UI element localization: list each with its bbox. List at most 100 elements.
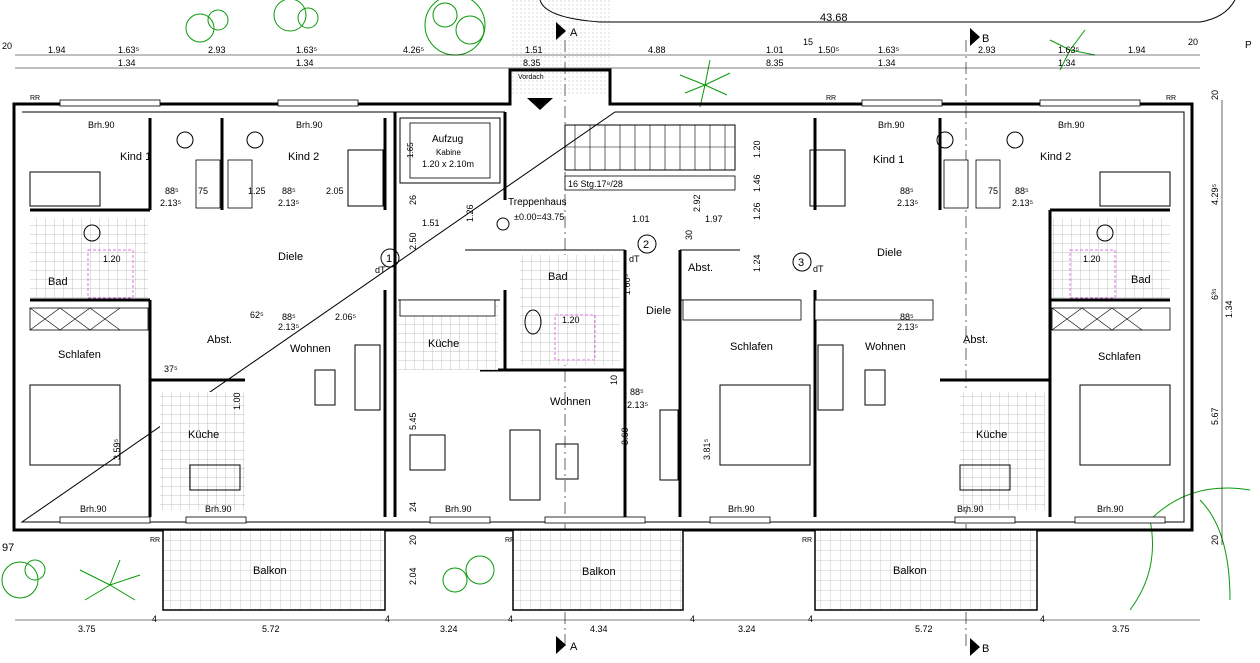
door-width: 88⁵ [1015,186,1029,196]
misc-dim: 5.45 [408,412,418,430]
stairwell: 16 Stg.17⁸/28 Treppenhaus ±0.00=43.75 Au… [399,117,736,231]
tree-icon [1129,487,1251,611]
room-label-kind2: Kind 2 [1040,151,1071,163]
furniture [29,131,1171,501]
double-bed-icon [1079,384,1171,466]
right-dim: 20 [1210,90,1220,100]
shrub-icon [1,559,46,599]
misc-dim: 3.60 [620,427,630,445]
top-dim: 20 [2,41,12,51]
bottom-dim: 4 [1040,614,1045,624]
room-label-wohnen: Wohnen [865,341,906,353]
rr-mark: RR [505,537,515,544]
misc-dim: 1.01 [632,214,650,224]
misc-dim: 1.46 [752,174,762,192]
right-dim: 1.34 [1224,300,1234,318]
shower-area [554,314,596,361]
misc-dim: 20 [408,535,418,545]
bottom-dim: 3.75 [1112,624,1130,634]
misc-dim: 3.59⁵ [112,438,122,460]
cabinets [29,159,1171,331]
room-label-balkon: Balkon [253,565,287,577]
bottom-dim: 4 [152,614,157,624]
misc-dim: 2.92 [692,194,702,212]
table-icon [314,369,336,406]
room-label-kind2: Kind 2 [288,151,319,163]
top-dim-2: 1.34 [118,58,136,68]
bottom-dim: 5.72 [915,624,933,634]
room-label-diele: Diele [646,305,671,317]
site-context: 43.68 P 97 [2,0,1252,554]
misc-dim: 26 [408,195,418,205]
door-type: dT [629,254,640,264]
window-sill: Brh.90 [728,504,755,514]
lift-title: Aufzug [432,134,463,145]
apartment-number: 3 [798,257,804,269]
window-sill: Brh.90 [957,504,984,514]
room-label-balkon: Balkon [893,565,927,577]
door-width: 88⁵ [900,186,914,196]
gap-dim: 75 [198,186,208,196]
sofa-icon [817,344,844,411]
right-dim: 6³⁵ [1210,288,1220,300]
misc-dim: 10 [609,375,619,385]
top-total-dimension: 43.68 [820,12,848,24]
plant-icon [246,131,264,149]
top-dim-2: 1.34 [296,58,314,68]
plant-icon [1006,131,1024,149]
window-sill: Brh.90 [445,504,472,514]
top-dimension-chain: 20 1.94 1.63⁵ 2.93 1.63⁵ 4.26⁵ 1.51 4.88… [2,37,1200,69]
stairwell-label: Treppenhaus [508,197,567,208]
apartment-number: 1 [386,253,392,265]
bottom-dimension-chain: 3.75 4 5.72 4 3.24 4 4.34 4 3.24 4 5.72 … [15,614,1200,634]
room-label-wohnen: Wohnen [550,396,591,408]
plant-icon [936,131,954,149]
sideboard-icon [659,409,679,481]
room-label-balkon: Balkon [582,566,616,578]
sofa-icon [354,344,381,411]
door-width: 88⁵ [282,312,296,322]
misc-dim: 2.50 [408,232,418,250]
bottom-dim: 3.24 [440,624,458,634]
misc-dim: 62⁵ [250,310,264,320]
door-height: 2.13⁵ [278,198,300,208]
palm-icon [679,59,731,108]
door-height: 2.13⁵ [897,198,919,208]
bottom-dim: 4.34 [590,624,608,634]
canopy-label: Vordach [518,74,544,81]
dining-table-icon [189,464,241,491]
top-dim: 1.63⁵ [1058,45,1080,55]
window-sill: Brh.90 [1058,120,1085,130]
door-width: 88⁵ [900,312,914,322]
misc-dim: 1.20 [752,140,762,158]
lift-height: 1.65 [406,142,415,158]
misc-dim: 1.97 [705,214,723,224]
room-label-schlafen: Schlafen [1098,351,1141,363]
bottom-dim: 5.72 [262,624,280,634]
section-arrow-icon [970,638,980,656]
section-mark-a: A [570,27,578,39]
plant-icon [176,131,194,149]
rr-mark: RR [150,537,160,544]
level-marker-icon [496,217,510,231]
section-arrow-icon [970,28,980,46]
rr-mark: RR [826,95,836,102]
misc-dim: 30 [684,230,694,240]
room-label-schlafen: Schlafen [730,341,773,353]
top-dim: 2.93 [978,45,996,55]
room-label-kueche: Küche [976,429,1007,441]
door-width: 88⁵ [165,186,179,196]
room-label-wohnen: Wohnen [290,343,331,355]
misc-dim: 1.26 [465,204,475,222]
window-sill: Brh.90 [296,120,323,130]
top-dim-2: 1.34 [1058,58,1076,68]
window-sill: Brh.90 [878,120,905,130]
toilet-icon [524,309,542,335]
entrance-arrow-icon [527,98,553,110]
left-code: 97 [2,542,14,554]
lift-size: 1.20 x 2.10m [422,159,474,169]
shrub-icon [442,555,495,593]
double-bed-icon [29,384,121,466]
misc-dim: 1.51 [422,218,440,228]
